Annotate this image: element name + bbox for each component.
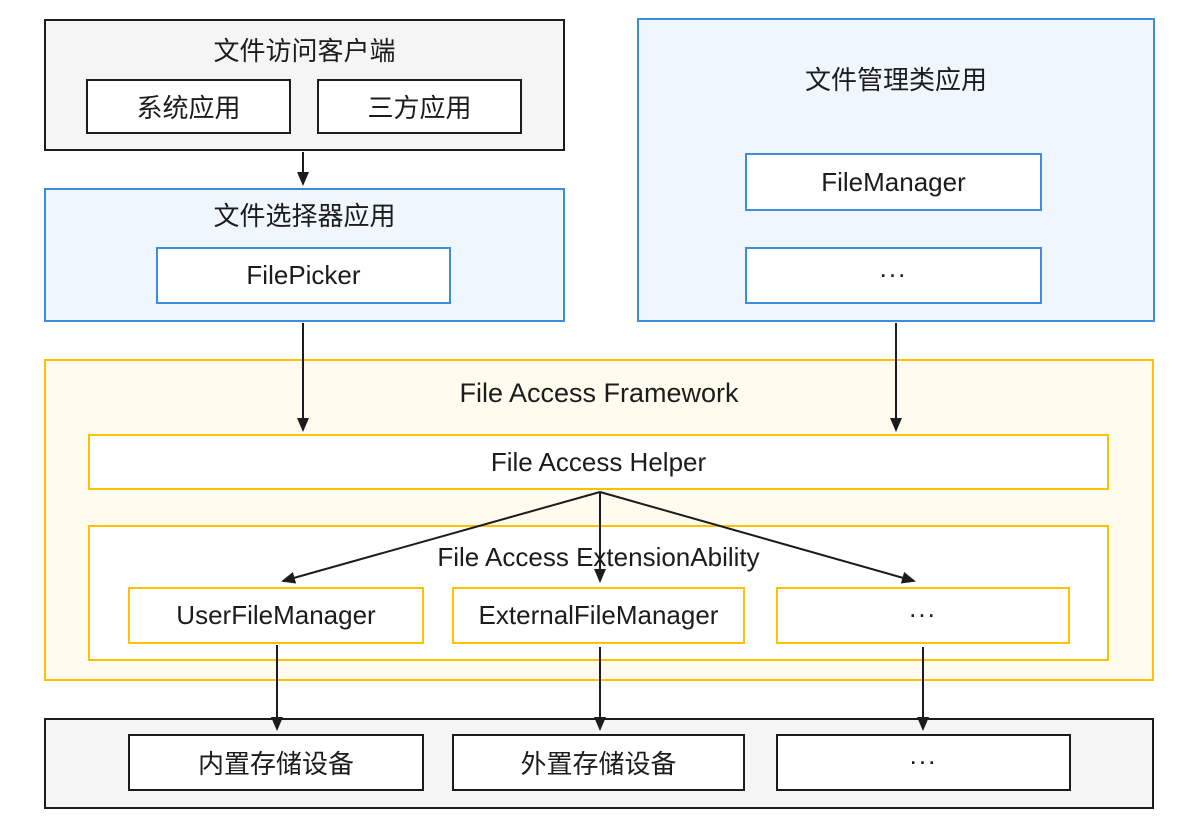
internal-storage-box: 内置存储设备 <box>128 734 424 791</box>
file-access-helper-box: File Access Helper <box>88 434 1109 490</box>
filepicker-box: FilePicker <box>156 247 451 304</box>
file-manager-apps-box: 文件管理类应用 FileManager ... <box>637 18 1155 322</box>
file-manager-apps-title: 文件管理类应用 <box>804 65 987 95</box>
manager-more-box: ... <box>745 247 1042 304</box>
userfilemanager-box: UserFileManager <box>128 587 424 644</box>
system-apps-box: 系统应用 <box>86 79 291 134</box>
file-picker-app-box: 文件选择器应用 FilePicker <box>44 188 565 322</box>
client-apps-box: 文件访问客户端 系统应用 三方应用 <box>44 19 565 151</box>
client-apps-title: 文件访问客户端 <box>213 36 396 66</box>
externalfilemanager-box: ExternalFileManager <box>452 587 745 644</box>
extension-ability-title: File Access ExtensionAbility <box>437 542 760 572</box>
storage-more-box: ... <box>776 734 1071 791</box>
extension-ability-box: File Access ExtensionAbility UserFileMan… <box>88 525 1109 661</box>
file-picker-app-title: 文件选择器应用 <box>213 201 396 231</box>
file-access-framework-title: File Access Framework <box>459 378 739 408</box>
external-storage-box: 外置存储设备 <box>452 734 745 791</box>
storage-devices-box: 内置存储设备 外置存储设备 ... <box>44 718 1154 809</box>
file-access-framework-box: File Access Framework File Access Helper… <box>44 359 1154 681</box>
third-party-apps-box: 三方应用 <box>317 79 522 134</box>
extension-more-box: ... <box>776 587 1070 644</box>
filemanager-box: FileManager <box>745 153 1042 211</box>
